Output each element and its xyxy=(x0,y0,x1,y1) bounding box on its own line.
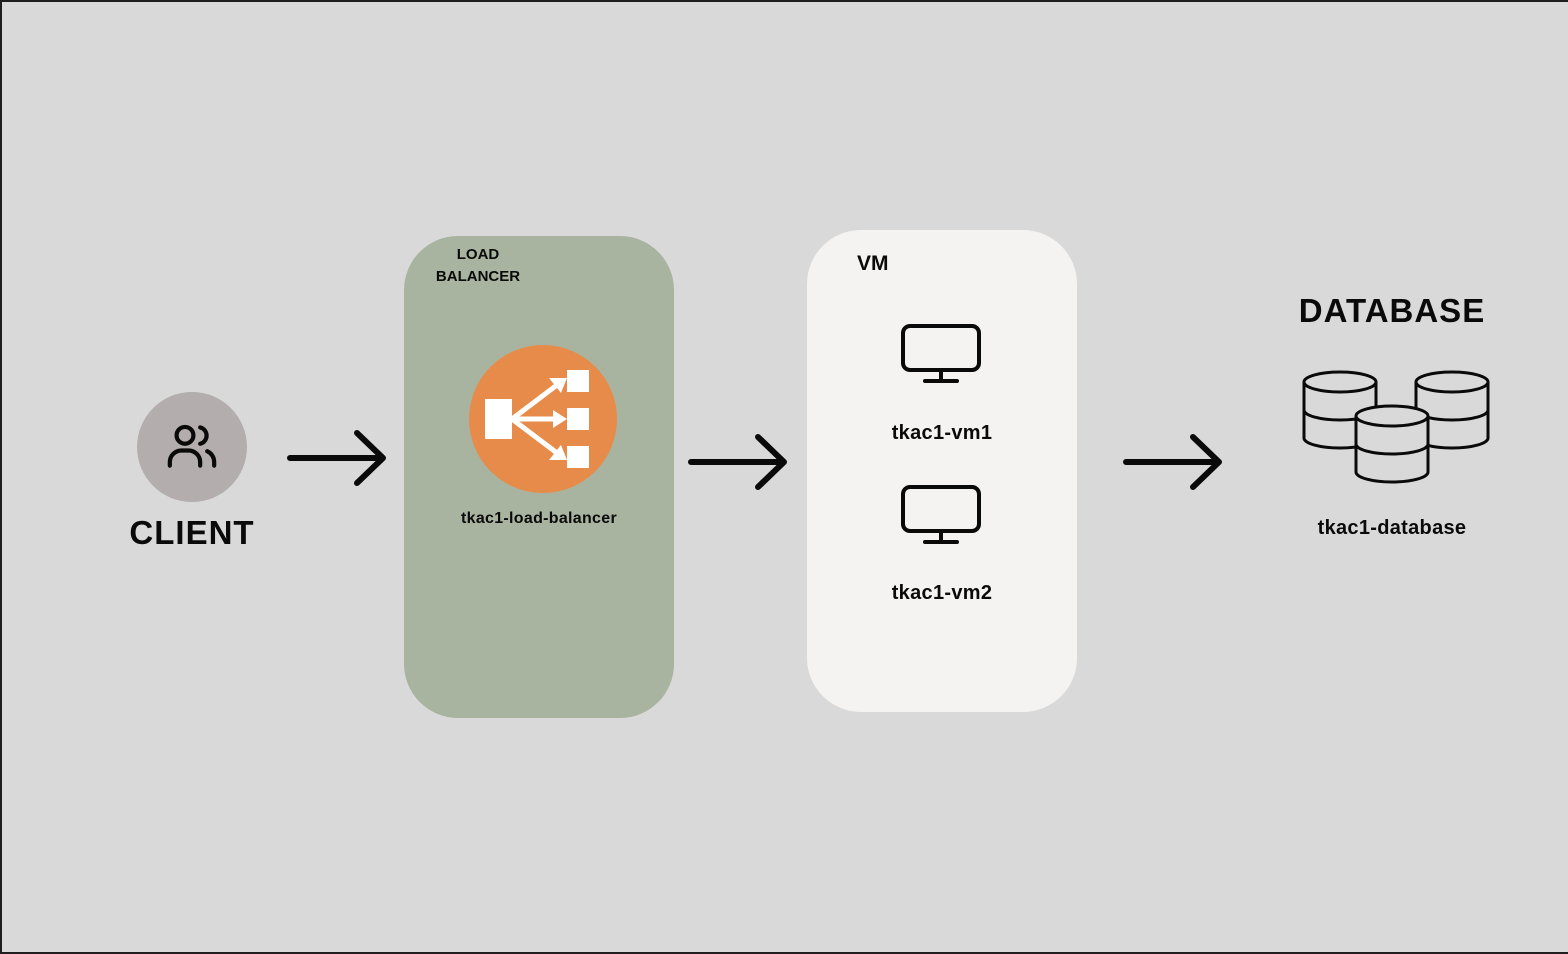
vm-instance-name: tkac1-vm1 xyxy=(891,422,993,444)
load-balancer-icon xyxy=(485,370,589,468)
database-title: DATABASE xyxy=(1298,292,1486,329)
vm-panel xyxy=(807,230,1077,712)
database-name: tkac1-database xyxy=(1317,517,1467,539)
arrow-right-icon xyxy=(1123,434,1222,490)
database-icon xyxy=(1302,370,1490,484)
load-balancer-name: tkac1-load-balancer xyxy=(461,510,617,527)
monitor-icon xyxy=(901,485,981,544)
client-node xyxy=(137,392,247,502)
client-label: CLIENT xyxy=(129,514,255,551)
arrow-right-icon xyxy=(688,434,787,490)
arrow-right-icon xyxy=(287,430,386,486)
load-balancer-node xyxy=(469,345,617,493)
vm-title: VM xyxy=(857,252,889,275)
users-icon xyxy=(167,424,217,468)
load-balancer-title: LOAD BALANCER xyxy=(435,246,521,285)
vm-instance-name: tkac1-vm2 xyxy=(891,582,993,604)
monitor-icon xyxy=(901,324,981,383)
